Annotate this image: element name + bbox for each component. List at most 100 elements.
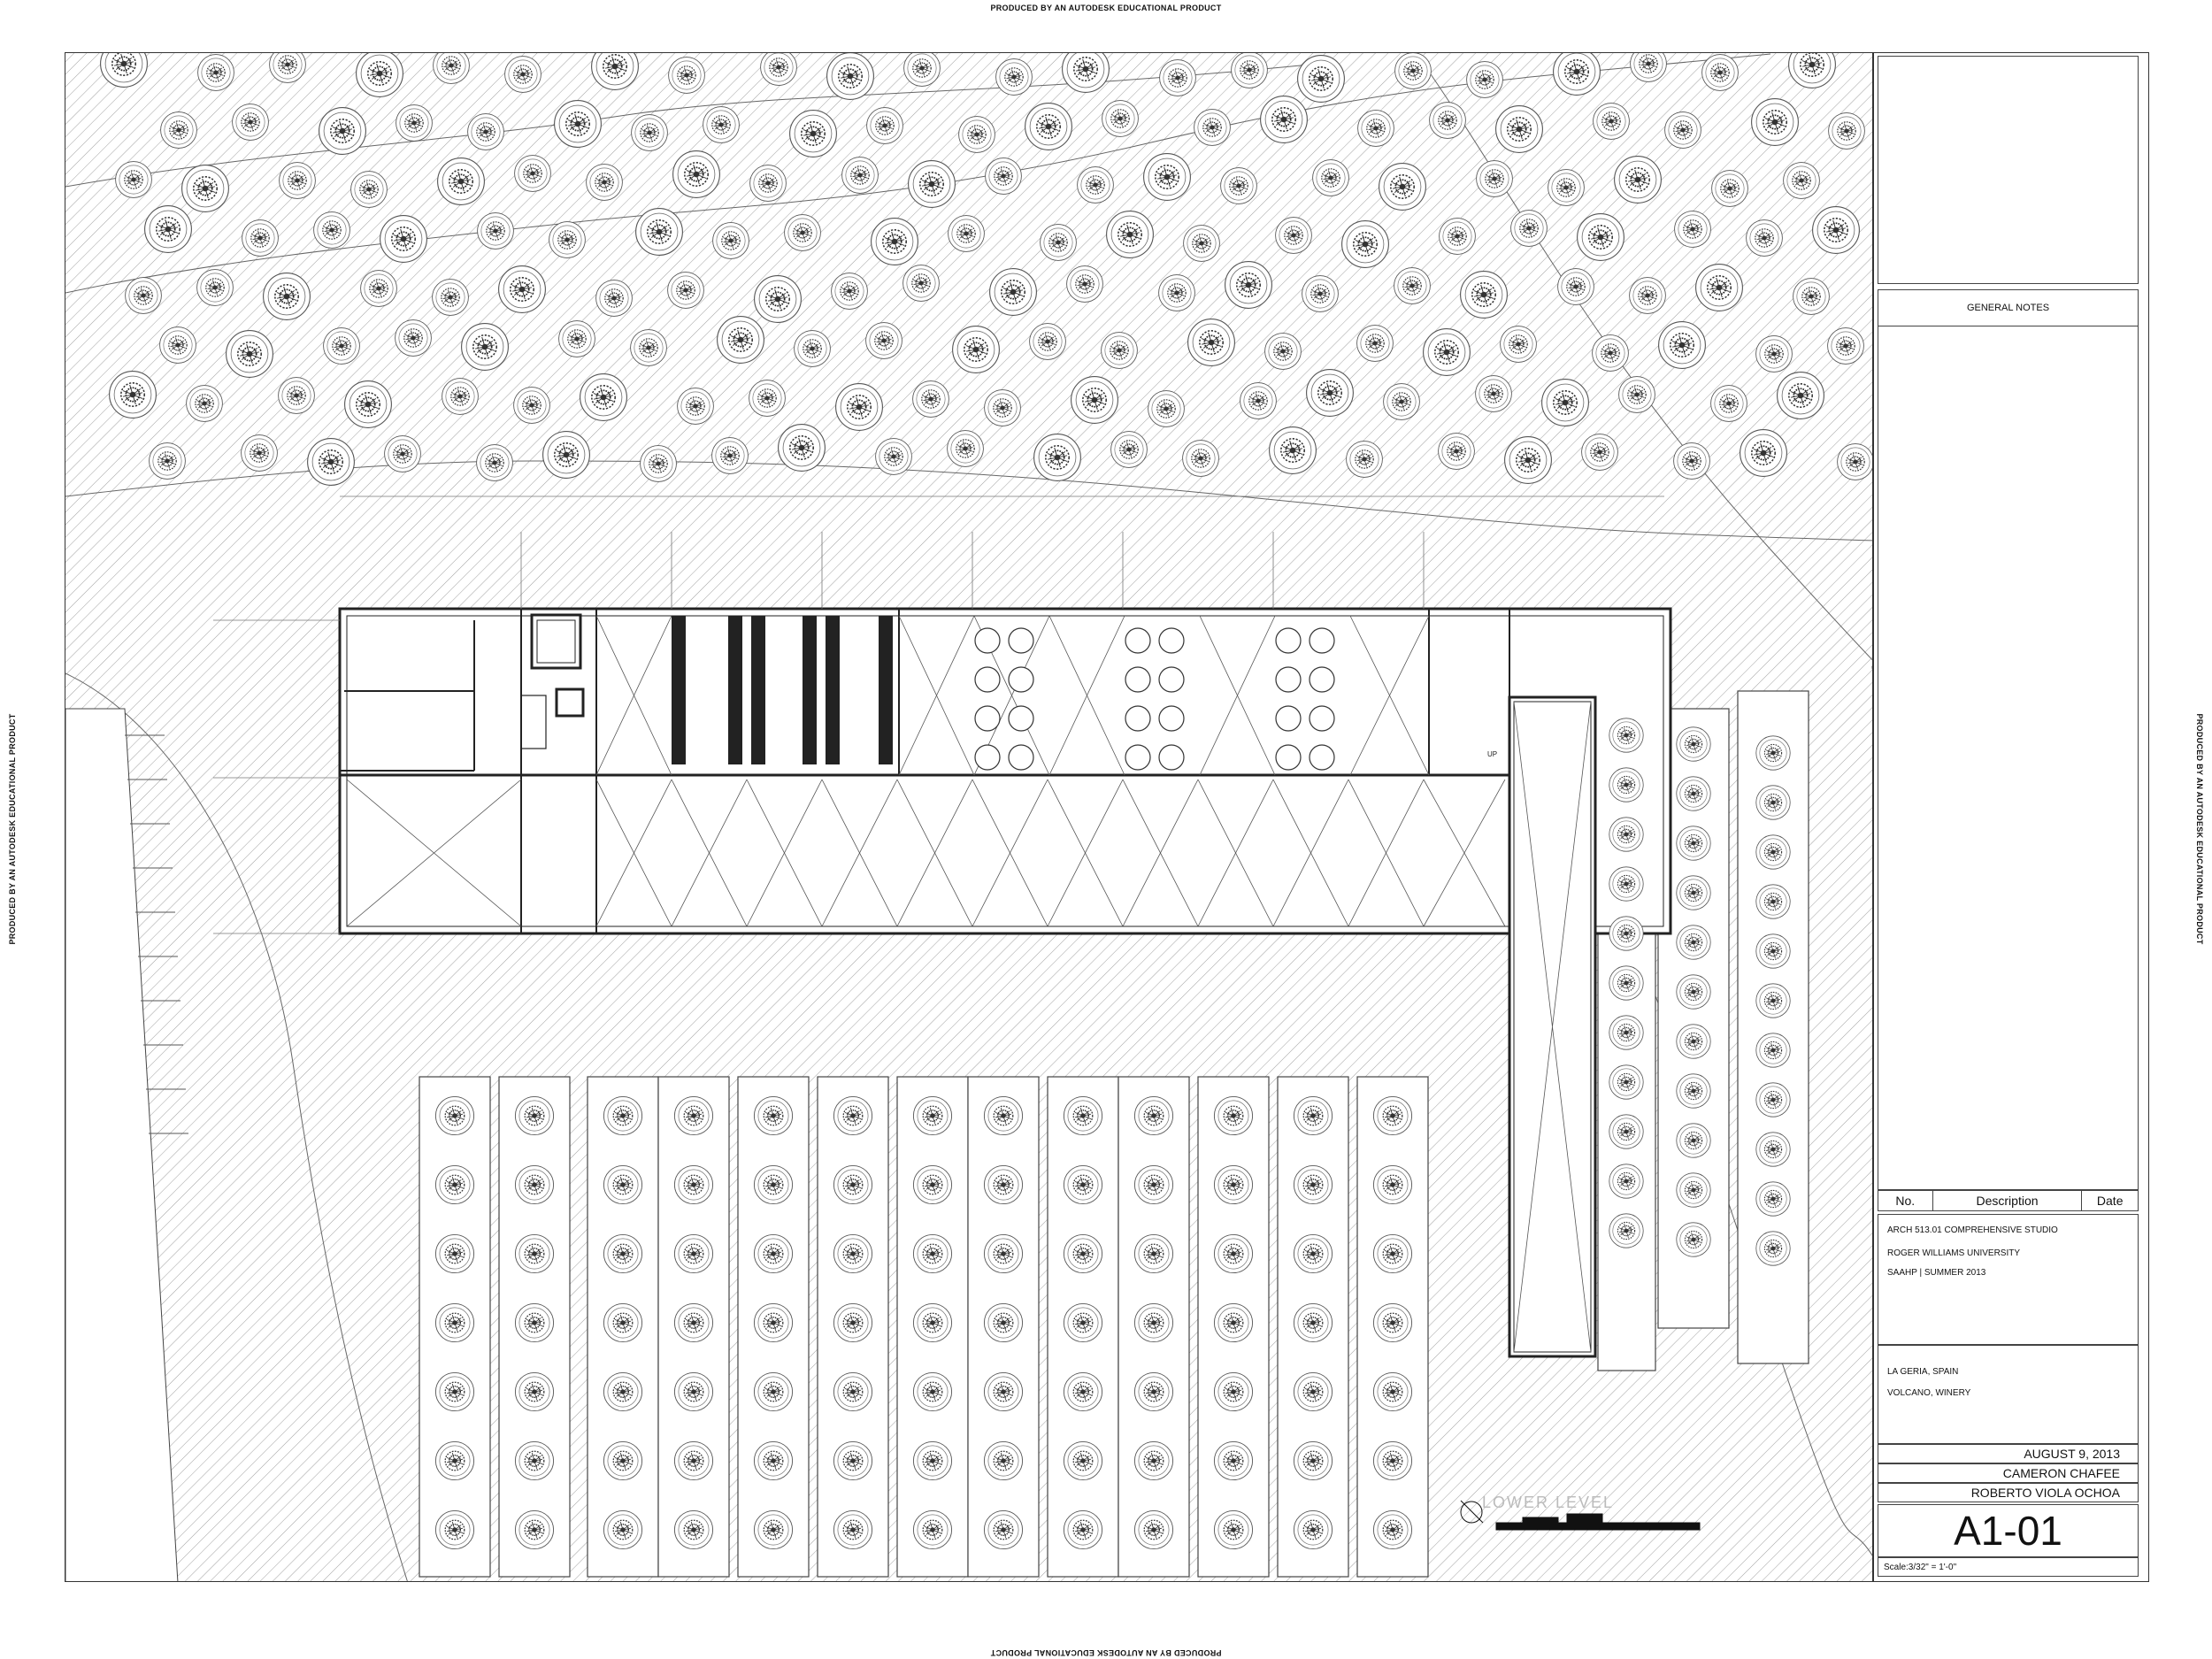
tree-symbol	[355, 53, 404, 98]
tree-symbol	[1580, 433, 1619, 472]
tree-symbol	[1230, 53, 1269, 89]
tree-symbol	[1157, 273, 1196, 312]
tree-symbol	[497, 265, 547, 314]
tree-symbol	[1356, 324, 1394, 363]
tree-symbol	[1676, 826, 1711, 861]
tree-symbol	[716, 315, 765, 365]
tree-symbol	[1617, 375, 1656, 414]
tree-symbol	[1293, 1371, 1333, 1412]
tree-symbol	[277, 376, 316, 415]
tree-symbol	[912, 1233, 953, 1274]
tree-symbol	[1509, 209, 1548, 248]
tree-symbol	[541, 430, 591, 480]
tree-symbol	[1739, 428, 1788, 478]
tree-symbol	[1499, 325, 1538, 364]
tree-symbol	[666, 271, 705, 310]
tree-symbol	[749, 164, 787, 203]
tree-symbol	[603, 1233, 643, 1274]
tree-symbol	[1826, 326, 1865, 365]
tree-symbol	[1609, 1114, 1644, 1149]
tree-symbol	[603, 1164, 643, 1205]
tree-symbol	[1750, 97, 1800, 147]
tree-symbol	[634, 207, 684, 257]
tree-symbol	[841, 156, 879, 195]
tree-symbol	[1213, 1233, 1254, 1274]
tree-symbol	[951, 325, 1001, 374]
tree-symbol	[826, 53, 875, 101]
tree-symbol	[1147, 389, 1186, 428]
tree-symbol	[1676, 974, 1711, 1010]
tree-symbol	[947, 214, 986, 253]
title-block-logo-area	[1878, 56, 2139, 284]
tree-symbol	[1024, 102, 1073, 151]
tree-symbol	[777, 423, 826, 472]
revision-table-header: No. Description Date	[1878, 1190, 2139, 1211]
tree-symbol	[753, 1509, 794, 1550]
tree-symbol	[513, 154, 552, 193]
tree-symbol	[379, 214, 428, 264]
tree-symbol	[1110, 430, 1148, 469]
tree-symbol	[907, 159, 956, 209]
tree-symbol	[870, 217, 919, 266]
tree-symbol	[1105, 210, 1155, 259]
tree-symbol	[124, 276, 163, 315]
tree-symbol	[1459, 270, 1509, 319]
tree-symbol	[306, 437, 356, 487]
tree-symbol	[1063, 1509, 1103, 1550]
tree-symbol	[1576, 212, 1625, 262]
tree-symbol	[1836, 442, 1872, 481]
tree-symbol	[1755, 334, 1793, 373]
tree-symbol	[1755, 884, 1791, 919]
tree-symbol	[1133, 1233, 1174, 1274]
tree-symbol	[1676, 776, 1711, 811]
tree-symbol	[1133, 1302, 1174, 1343]
tree-symbol	[984, 157, 1023, 196]
tree-symbol	[603, 1509, 643, 1550]
tree-symbol	[1293, 1302, 1333, 1343]
tree-symbol	[833, 1509, 873, 1550]
tree-symbol	[1224, 260, 1273, 310]
tree-symbol	[676, 387, 715, 426]
tree-symbol	[1133, 1509, 1174, 1550]
tree-symbol	[196, 268, 234, 307]
tree-symbol	[434, 1509, 475, 1550]
tree-symbol	[108, 370, 157, 419]
tree-symbol	[1063, 1302, 1103, 1343]
tree-symbol	[240, 434, 279, 472]
elevator-core	[520, 613, 585, 749]
tree-symbol	[983, 1302, 1024, 1343]
tree-symbol	[394, 319, 433, 357]
tree-symbol	[1540, 378, 1590, 427]
tree-symbol	[1556, 267, 1595, 306]
tree-symbol	[753, 1302, 794, 1343]
tree-symbol	[1811, 205, 1861, 255]
tree-symbol	[1755, 1231, 1791, 1266]
tree-symbol	[1676, 1073, 1711, 1109]
tree-symbol	[1755, 1082, 1791, 1118]
scale-bar	[1460, 1500, 1701, 1531]
tree-symbol	[1755, 1181, 1791, 1217]
tree-symbol	[1503, 435, 1553, 485]
tree-symbol	[1301, 274, 1340, 313]
tree-symbol	[874, 437, 913, 476]
tree-symbol	[902, 53, 941, 88]
tree-symbol	[946, 429, 985, 468]
tree-symbol	[512, 386, 551, 425]
tree-symbol	[1609, 1064, 1644, 1100]
tree-symbol	[1142, 152, 1192, 202]
tree-symbol	[514, 1302, 555, 1343]
tree-symbol	[983, 388, 1022, 427]
tree-symbol	[359, 269, 398, 308]
tree-symbol	[1628, 276, 1667, 315]
tree-symbol	[833, 1233, 873, 1274]
tree-symbol	[434, 1371, 475, 1412]
tree-symbol	[911, 380, 950, 419]
tree-symbol	[1293, 1164, 1333, 1205]
tree-symbol	[1591, 334, 1630, 373]
tree-symbol	[1182, 224, 1221, 263]
tree-symbol	[514, 1509, 555, 1550]
tree-symbol	[1305, 368, 1355, 418]
tree-symbol	[1394, 53, 1432, 90]
tree-symbol	[1382, 382, 1421, 421]
tree-symbol	[834, 382, 884, 432]
